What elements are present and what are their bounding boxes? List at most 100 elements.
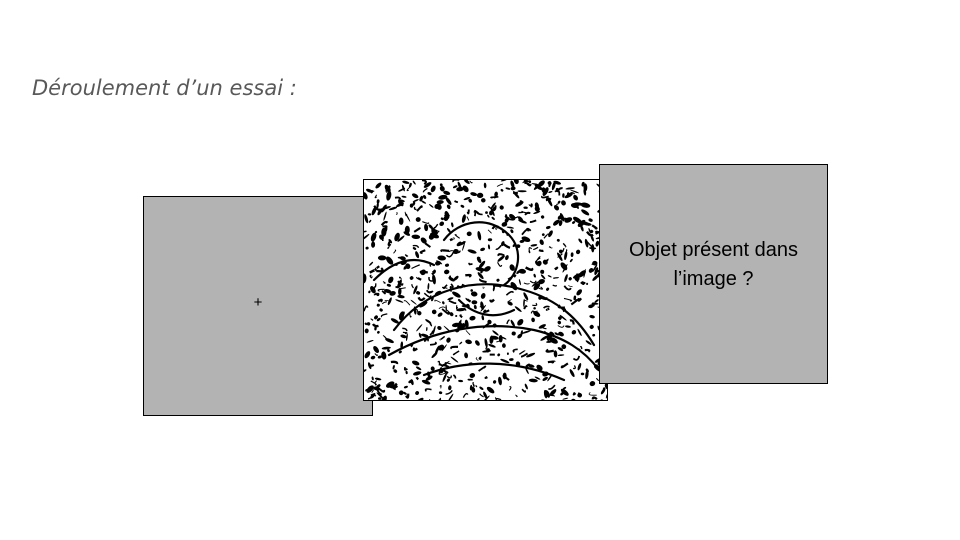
noise-speck bbox=[528, 180, 532, 184]
noise-speck bbox=[557, 347, 564, 352]
noise-speck bbox=[427, 283, 430, 290]
noise-speck bbox=[440, 217, 444, 221]
noise-speck bbox=[400, 334, 407, 339]
noise-speck bbox=[439, 203, 442, 205]
noise-speck bbox=[577, 328, 582, 337]
noise-speck bbox=[476, 192, 484, 199]
noise-stroke bbox=[532, 246, 539, 250]
noise-stroke bbox=[584, 221, 589, 224]
noise-speck bbox=[398, 217, 404, 225]
noise-speck bbox=[370, 190, 374, 194]
noise-speck bbox=[565, 325, 571, 328]
noise-speck bbox=[439, 185, 445, 192]
noise-stroke bbox=[472, 382, 475, 387]
noise-speck bbox=[386, 190, 392, 201]
noise-speck bbox=[569, 369, 575, 378]
noise-speck bbox=[545, 225, 551, 230]
noise-speck bbox=[395, 299, 404, 303]
noise-stroke bbox=[565, 249, 568, 254]
noise-speck bbox=[374, 326, 377, 331]
noise-stroke bbox=[429, 341, 437, 346]
noise-speck bbox=[475, 267, 485, 272]
noise-speck bbox=[539, 239, 544, 245]
noise-speck bbox=[547, 275, 552, 278]
noise-stroke bbox=[439, 335, 446, 341]
noise-speck bbox=[497, 255, 505, 262]
noise-stroke bbox=[445, 251, 454, 258]
noise-speck bbox=[377, 208, 383, 216]
noise-speck bbox=[523, 292, 529, 301]
noise-stroke bbox=[417, 296, 426, 302]
noise-speck bbox=[497, 353, 501, 357]
noise-stroke bbox=[560, 362, 569, 369]
noise-stroke bbox=[497, 253, 505, 257]
noise-speck bbox=[574, 275, 580, 282]
noise-speck bbox=[442, 372, 447, 383]
noise-stroke bbox=[483, 309, 490, 314]
noise-speck bbox=[510, 180, 515, 188]
noise-stroke bbox=[376, 267, 384, 273]
noise-speck bbox=[517, 319, 524, 326]
noise-speck bbox=[477, 230, 482, 241]
noise-speck bbox=[573, 295, 577, 301]
noise-speck bbox=[436, 203, 442, 210]
noise-speck bbox=[365, 246, 369, 250]
noise-stroke bbox=[390, 360, 399, 365]
noise-speck bbox=[492, 380, 497, 384]
noise-speck bbox=[401, 184, 405, 192]
noise-speck bbox=[578, 238, 583, 244]
noise-speck bbox=[441, 344, 447, 352]
noise-speck bbox=[556, 238, 560, 242]
noise-speck bbox=[436, 200, 444, 205]
noise-speck bbox=[405, 370, 408, 375]
noise-speck bbox=[421, 379, 431, 385]
noise-stroke bbox=[461, 307, 467, 311]
noise-speck bbox=[412, 180, 416, 185]
noise-speck bbox=[547, 197, 553, 207]
noise-speck bbox=[371, 241, 376, 248]
noise-speck bbox=[460, 204, 465, 208]
noise-stroke bbox=[376, 389, 382, 396]
noise-speck bbox=[585, 368, 589, 373]
noise-speck bbox=[542, 187, 549, 197]
noise-stroke bbox=[532, 302, 538, 307]
noise-speck bbox=[365, 388, 368, 392]
noise-stroke bbox=[512, 191, 518, 195]
noise-speck bbox=[438, 344, 445, 351]
noise-stroke bbox=[393, 249, 397, 254]
noise-speck bbox=[526, 352, 536, 358]
noise-speck bbox=[397, 256, 402, 259]
noise-speck bbox=[496, 278, 500, 282]
noise-stroke bbox=[569, 319, 575, 325]
noise-speck bbox=[434, 345, 440, 355]
noise-speck bbox=[462, 241, 466, 251]
noise-speck bbox=[490, 202, 496, 209]
noise-speck bbox=[594, 267, 599, 276]
noise-stroke bbox=[530, 310, 535, 315]
noise-stroke bbox=[459, 314, 463, 319]
noise-speck bbox=[542, 376, 548, 381]
noise-speck bbox=[559, 314, 567, 321]
noise-stroke bbox=[465, 297, 472, 303]
noise-speck bbox=[572, 221, 576, 224]
noise-speck bbox=[470, 289, 474, 292]
noise-speck bbox=[505, 255, 509, 261]
noise-stroke bbox=[404, 254, 409, 257]
noise-speck bbox=[499, 205, 504, 210]
noise-speck bbox=[416, 397, 424, 400]
noise-speck bbox=[547, 374, 553, 382]
noise-speck bbox=[374, 315, 378, 320]
noise-speck bbox=[534, 184, 544, 191]
noise-speck bbox=[432, 274, 436, 285]
noise-stroke bbox=[560, 217, 569, 223]
noise-speck bbox=[487, 214, 490, 218]
noise-stroke bbox=[563, 285, 572, 291]
noise-speck bbox=[382, 335, 388, 340]
noise-speck bbox=[436, 260, 443, 265]
noise-speck bbox=[376, 292, 380, 297]
noise-speck bbox=[570, 252, 574, 257]
noise-speck bbox=[500, 358, 510, 364]
noise-speck bbox=[590, 234, 595, 242]
noise-speck bbox=[562, 193, 565, 198]
noise-stroke bbox=[380, 313, 388, 318]
